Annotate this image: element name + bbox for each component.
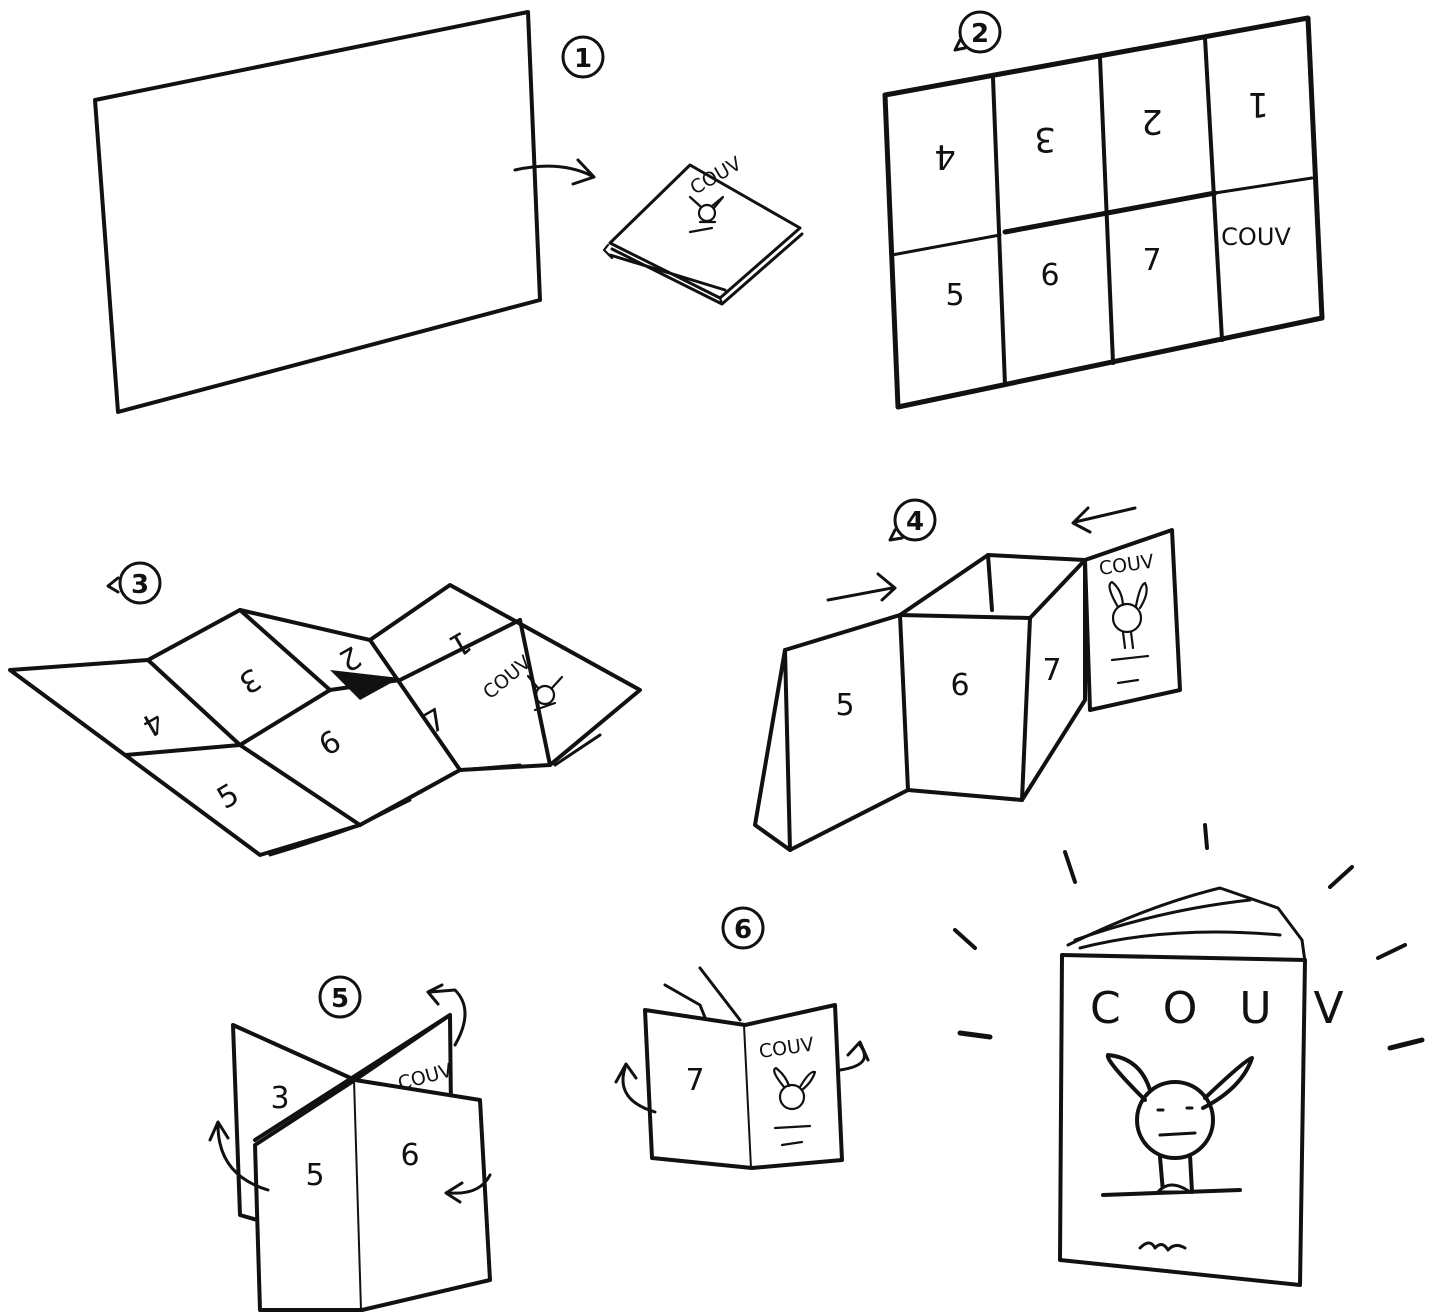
step-6: 6 7 COUV xyxy=(616,908,868,1168)
fold-page-7: 7 xyxy=(1042,653,1061,688)
blank-sheet xyxy=(95,12,540,412)
arrow-icon xyxy=(1073,508,1135,532)
grid-page-6: 6 xyxy=(1040,258,1059,293)
fold-page-6: 6 xyxy=(950,668,969,703)
step-6-marker: 6 xyxy=(723,908,763,948)
sheet-cover: COUV xyxy=(479,652,535,704)
grid-cover: COUV xyxy=(1221,223,1291,251)
cross-fold: 3 5 6 COUV xyxy=(233,1015,490,1310)
grid-page-3: 3 xyxy=(1034,119,1056,159)
mini-zine: COUV xyxy=(604,153,802,304)
fold-page-5: 5 xyxy=(835,688,854,723)
final-zine: C O U V xyxy=(955,825,1422,1285)
step-1-marker: 1 xyxy=(563,37,603,77)
step-4: 4 5 6 7 COUV xyxy=(755,500,1180,850)
step-5-marker: 5 xyxy=(320,977,360,1017)
step-2-number: 2 xyxy=(971,19,989,49)
step-5-number: 5 xyxy=(331,984,349,1014)
step-4-marker: 4 xyxy=(890,500,935,540)
step-3-marker: 3 xyxy=(108,563,160,603)
step-3-number: 3 xyxy=(131,570,149,600)
sheet-page-6: 6 xyxy=(313,724,347,764)
grid-page-4: 4 xyxy=(934,136,956,176)
step-6-number: 6 xyxy=(734,915,752,945)
grid-page-5: 5 xyxy=(945,278,964,313)
arrow-icon xyxy=(515,160,594,184)
booklet-page-7: 7 xyxy=(685,1063,704,1098)
sheet-page-5: 5 xyxy=(211,777,245,817)
grid-page-7: 7 xyxy=(1142,243,1161,278)
imposition-grid: 4 3 2 1 5 6 7 COUV xyxy=(885,18,1322,407)
sheet-page-7: 7 xyxy=(418,702,452,742)
step-5: 5 3 5 6 COUV xyxy=(210,977,490,1310)
step-3: 3 4 3 2 1 5 6 7 COUV xyxy=(10,563,640,855)
accordion-fold: 5 6 7 COUV xyxy=(755,530,1180,850)
step-1: 1 COUV xyxy=(95,12,802,412)
cut-sheet: 4 3 2 1 5 6 7 COUV xyxy=(10,585,640,855)
arrow-icon xyxy=(840,1042,868,1070)
final-cover-text: C O U V xyxy=(1090,983,1358,1034)
cross-page-5: 5 xyxy=(305,1158,324,1193)
open-booklet: 7 COUV xyxy=(645,968,842,1168)
sheet-page-4: 4 xyxy=(136,703,170,743)
grid-page-1: 1 xyxy=(1247,84,1269,124)
cross-page-6: 6 xyxy=(400,1138,419,1173)
step-4-number: 4 xyxy=(906,507,924,537)
grid-page-2: 2 xyxy=(1141,101,1163,141)
step-1-number: 1 xyxy=(574,44,592,74)
sheet-page-3: 3 xyxy=(233,660,267,700)
step-2: 2 4 3 2 1 5 6 7 COUV xyxy=(885,12,1322,407)
cross-page-3: 3 xyxy=(270,1081,289,1116)
arrow-icon xyxy=(828,574,895,600)
step-2-marker: 2 xyxy=(955,12,1000,52)
